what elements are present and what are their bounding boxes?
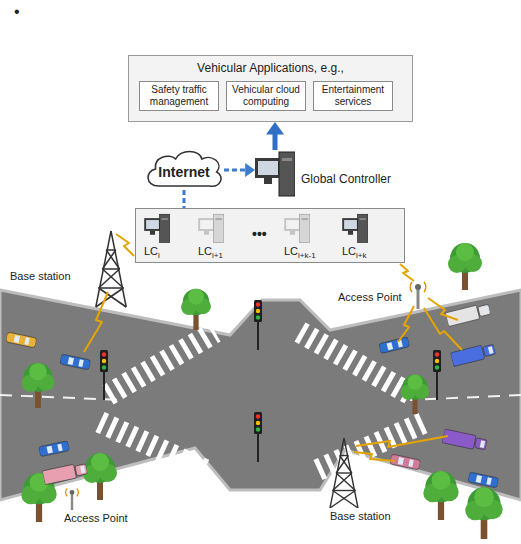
local-controller: LCi+k — [342, 213, 396, 260]
stand — [150, 231, 155, 235]
app-label: Safety traffic management — [143, 84, 215, 108]
connector-line — [224, 169, 247, 172]
stand — [264, 178, 272, 184]
traffic-lights — [100, 300, 441, 462]
device-label: Base station — [10, 270, 71, 283]
stand — [290, 231, 295, 235]
device-label: Base station — [330, 510, 391, 523]
monitor — [144, 218, 161, 231]
screen — [258, 161, 278, 175]
computer-icon — [284, 213, 310, 245]
local-controller: LCi+1 — [198, 213, 252, 260]
trees — [21, 243, 502, 539]
access-points — [66, 282, 426, 510]
connector — [266, 122, 284, 150]
drive-slot — [301, 218, 307, 220]
drive-slot — [359, 218, 365, 220]
lc-index: i+k — [356, 251, 366, 260]
connector-line — [183, 190, 186, 208]
controller-label: Global Controller — [301, 172, 391, 186]
process-box: LCiLCi+1LCi+k-1LCi+k — [135, 208, 405, 263]
tower — [358, 214, 368, 242]
lc-name: LC — [198, 245, 212, 257]
lc-label: LCi+k-1 — [284, 245, 316, 260]
connector-line — [273, 133, 278, 150]
lc-index: i+k-1 — [298, 251, 316, 260]
monitor — [284, 218, 301, 231]
local-controller: LCi — [144, 213, 198, 260]
screen — [286, 220, 299, 229]
connector — [184, 190, 185, 208]
lc-label: LCi+k — [342, 245, 367, 260]
stand — [348, 231, 353, 235]
tower — [160, 214, 170, 242]
screen — [344, 220, 357, 229]
wireless-links — [84, 234, 462, 461]
device-label: Access Point — [64, 512, 128, 525]
tower — [214, 214, 224, 242]
application-box: Entertainment services — [313, 81, 393, 111]
screen — [146, 220, 159, 229]
road — [0, 290, 521, 500]
ellipsis-mark: ••• — [252, 226, 267, 243]
monitor — [342, 218, 359, 231]
tower — [300, 214, 310, 242]
process-box: Vehicular Applications, e.g., Safety traf… — [128, 55, 413, 122]
arrow-head — [245, 163, 255, 177]
stand — [204, 231, 209, 235]
lc-index: i+1 — [212, 251, 223, 260]
global-controller: Global Controller — [255, 150, 295, 200]
computer-icon — [144, 213, 170, 245]
lc-index: i — [158, 251, 160, 260]
lc-name: LC — [284, 245, 298, 257]
crosswalks — [100, 332, 425, 470]
computer-icon — [255, 150, 295, 200]
application-box: Safety traffic management — [139, 81, 219, 111]
cloud-label: Internet — [158, 164, 209, 180]
computer-icon — [342, 213, 368, 245]
device-label: Access Point — [338, 291, 402, 304]
application-box: Vehicular cloud computing — [226, 81, 306, 111]
panel-title: Vehicular Applications, e.g., — [129, 56, 412, 75]
base-stations — [96, 231, 358, 508]
arrow-head — [266, 122, 284, 135]
lc-name: LC — [144, 245, 158, 257]
lc-label: LCi — [144, 245, 160, 260]
lc-label: LCi+1 — [198, 245, 223, 260]
drive-slot — [161, 218, 167, 220]
monitor — [255, 158, 281, 178]
vehicles — [6, 302, 499, 488]
computer-icon — [198, 213, 224, 245]
monitor — [198, 218, 215, 231]
lc-name: LC — [342, 245, 356, 257]
drive-slot — [282, 158, 292, 161]
screen — [200, 220, 213, 229]
connector — [224, 163, 255, 177]
tower — [279, 152, 295, 196]
drive-slot — [215, 218, 221, 220]
cloud-path — [148, 152, 221, 187]
app-label: Entertainment services — [317, 84, 389, 108]
local-controller: LCi+k-1 — [284, 213, 338, 260]
internet-cloud: Internet — [144, 148, 224, 190]
app-label: Vehicular cloud computing — [230, 84, 302, 108]
bullet-mark: • — [14, 2, 20, 21]
